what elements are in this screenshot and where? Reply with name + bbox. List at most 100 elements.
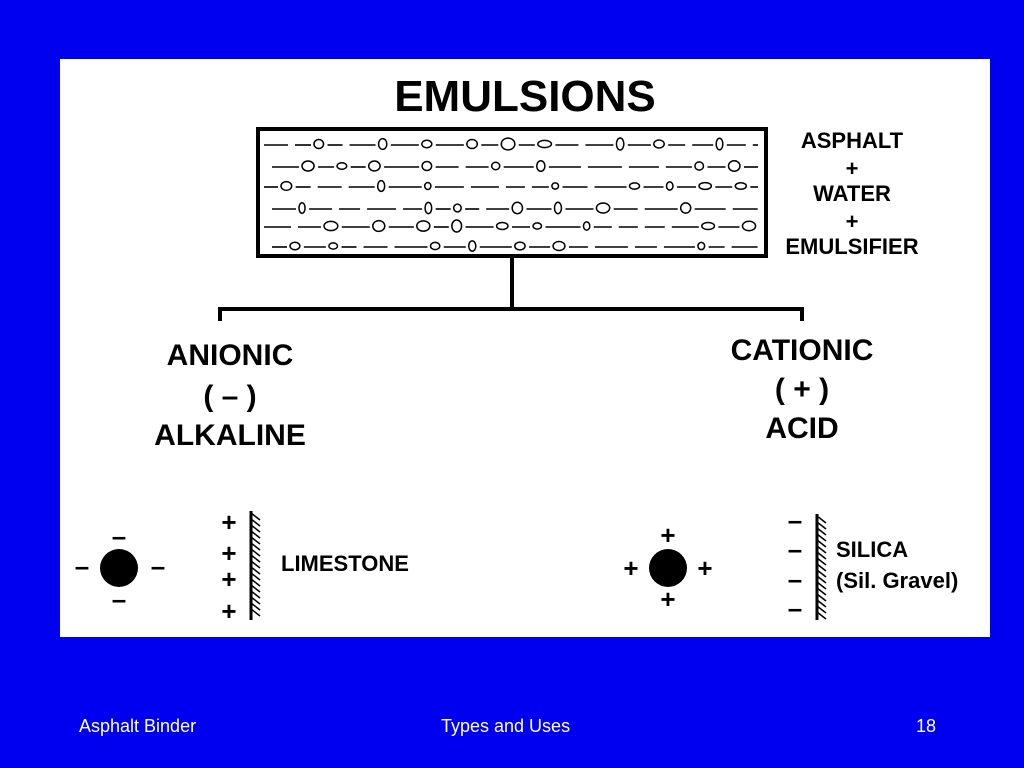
asphalt-droplet — [552, 240, 566, 252]
asphalt-droplet — [421, 160, 433, 172]
limestone-hatch-mark — [250, 578, 261, 587]
asphalt-droplet — [429, 241, 441, 251]
asphalt-droplet — [595, 202, 611, 214]
limestone-hatch-mark — [250, 596, 261, 605]
cationic-label: CATIONIC — [731, 334, 874, 367]
limestone-charge-4: + — [221, 596, 236, 626]
limestone-hatch-mark — [250, 536, 261, 545]
asphalt-droplet — [551, 182, 560, 190]
asphalt-droplet — [535, 159, 546, 173]
asphalt-droplet — [328, 242, 339, 250]
footer-page-number: 18 — [916, 716, 937, 736]
silica-hatch-mark — [816, 563, 827, 572]
asphalt-droplet — [452, 203, 462, 213]
limestone-charge-3: + — [221, 564, 236, 594]
limestone-hatch-mark — [250, 518, 261, 527]
component-asphalt: ASPHALT — [801, 128, 904, 153]
asphalt-droplet — [665, 181, 674, 191]
emulsions-diagram: EMULSIONS ASPHALT + WATER + EMULSIFIER A… — [75, 72, 959, 626]
limestone-hatch-mark — [250, 512, 261, 521]
limestone-charge-2: + — [221, 538, 236, 568]
silica-hatch-mark — [816, 599, 827, 608]
silica-hatch-mark — [816, 611, 827, 620]
limestone-hatch-mark — [250, 590, 261, 599]
anionic-charge: ( – ) — [203, 380, 256, 413]
asphalt-droplet — [615, 137, 625, 151]
asphalt-droplet — [367, 160, 381, 172]
asphalt-droplet — [424, 201, 433, 215]
component-emulsifier: EMULSIFIER — [785, 234, 918, 259]
silica-hatch-mark — [816, 521, 827, 530]
limestone-hatch-mark — [250, 524, 261, 533]
cationic-type: ACID — [765, 412, 838, 445]
silica-hatch-mark — [816, 533, 827, 542]
anionic-particle-sign-top: – — [112, 521, 126, 551]
silica-sublabel: (Sil. Gravel) — [836, 568, 958, 593]
cationic-particle-sign-left: + — [623, 553, 638, 583]
asphalt-droplet — [727, 160, 741, 172]
asphalt-droplet — [553, 201, 563, 215]
asphalt-droplet — [653, 139, 665, 149]
anionic-particle-sign-right: – — [151, 551, 165, 581]
silica-hatch-mark — [816, 551, 827, 560]
silica-hatch-mark — [816, 581, 827, 590]
silica-hatch-mark — [816, 545, 827, 554]
asphalt-droplet — [468, 240, 477, 252]
cationic-particle-sign-right: + — [697, 553, 712, 583]
limestone-hatch-mark — [250, 608, 261, 617]
limestone-hatch-mark — [250, 602, 261, 611]
asphalt-droplet — [490, 161, 501, 171]
limestone-hatch-mark — [250, 554, 261, 563]
silica-hatch-mark — [816, 587, 827, 596]
anionic-label: ANIONIC — [167, 339, 294, 372]
footer-course-title: Asphalt Binder — [79, 716, 197, 736]
emulsion-droplet-pattern — [264, 137, 758, 252]
silica-charge-3: – — [788, 564, 802, 594]
silica-hatch-mark — [816, 515, 827, 524]
silica-charge-1: – — [788, 505, 802, 535]
asphalt-droplet — [698, 181, 713, 191]
footer-section-title: Types and Uses — [441, 716, 571, 736]
asphalt-droplet — [701, 221, 716, 231]
asphalt-droplet — [514, 241, 526, 251]
silica-label: SILICA — [836, 537, 908, 562]
asphalt-droplet — [313, 138, 325, 150]
asphalt-droplet — [301, 160, 315, 172]
limestone-hatch-mark — [250, 560, 261, 569]
asphalt-droplet — [323, 220, 339, 232]
asphalt-droplet — [715, 137, 724, 151]
asphalt-droplet — [421, 139, 433, 149]
component-plus-1: + — [846, 156, 859, 181]
component-water: WATER — [813, 181, 891, 206]
asphalt-droplet — [582, 221, 591, 231]
silica-hatch-mark — [816, 593, 827, 602]
asphalt-droplet — [280, 180, 293, 192]
asphalt-droplet — [377, 137, 388, 151]
silica-hatch-mark — [816, 605, 827, 614]
asphalt-droplet — [532, 222, 543, 230]
asphalt-droplet — [466, 138, 479, 150]
silica-hatch-mark — [816, 575, 827, 584]
asphalt-droplet — [336, 161, 348, 171]
cationic-charge: ( + ) — [775, 373, 829, 406]
limestone-charge-1: + — [221, 507, 236, 537]
limestone-hatch-mark — [250, 572, 261, 581]
limestone-hatch-mark — [250, 584, 261, 593]
cationic-particle-sign-top: + — [660, 520, 675, 550]
silica-hatch-mark — [816, 527, 827, 536]
asphalt-droplet — [289, 241, 301, 251]
asphalt-droplet — [537, 139, 553, 149]
asphalt-droplet — [423, 181, 432, 191]
asphalt-droplet — [741, 220, 757, 232]
asphalt-droplet — [679, 202, 692, 214]
asphalt-droplet — [416, 220, 431, 232]
limestone-hatch-mark — [250, 548, 261, 557]
component-plus-2: + — [846, 209, 859, 234]
asphalt-droplet — [451, 219, 463, 233]
asphalt-droplet — [734, 181, 748, 191]
silica-charge-2: – — [788, 534, 802, 564]
silica-hatch-mark — [816, 569, 827, 578]
limestone-hatch-mark — [250, 566, 261, 575]
asphalt-droplet — [697, 241, 706, 251]
silica-hatching — [816, 515, 827, 620]
